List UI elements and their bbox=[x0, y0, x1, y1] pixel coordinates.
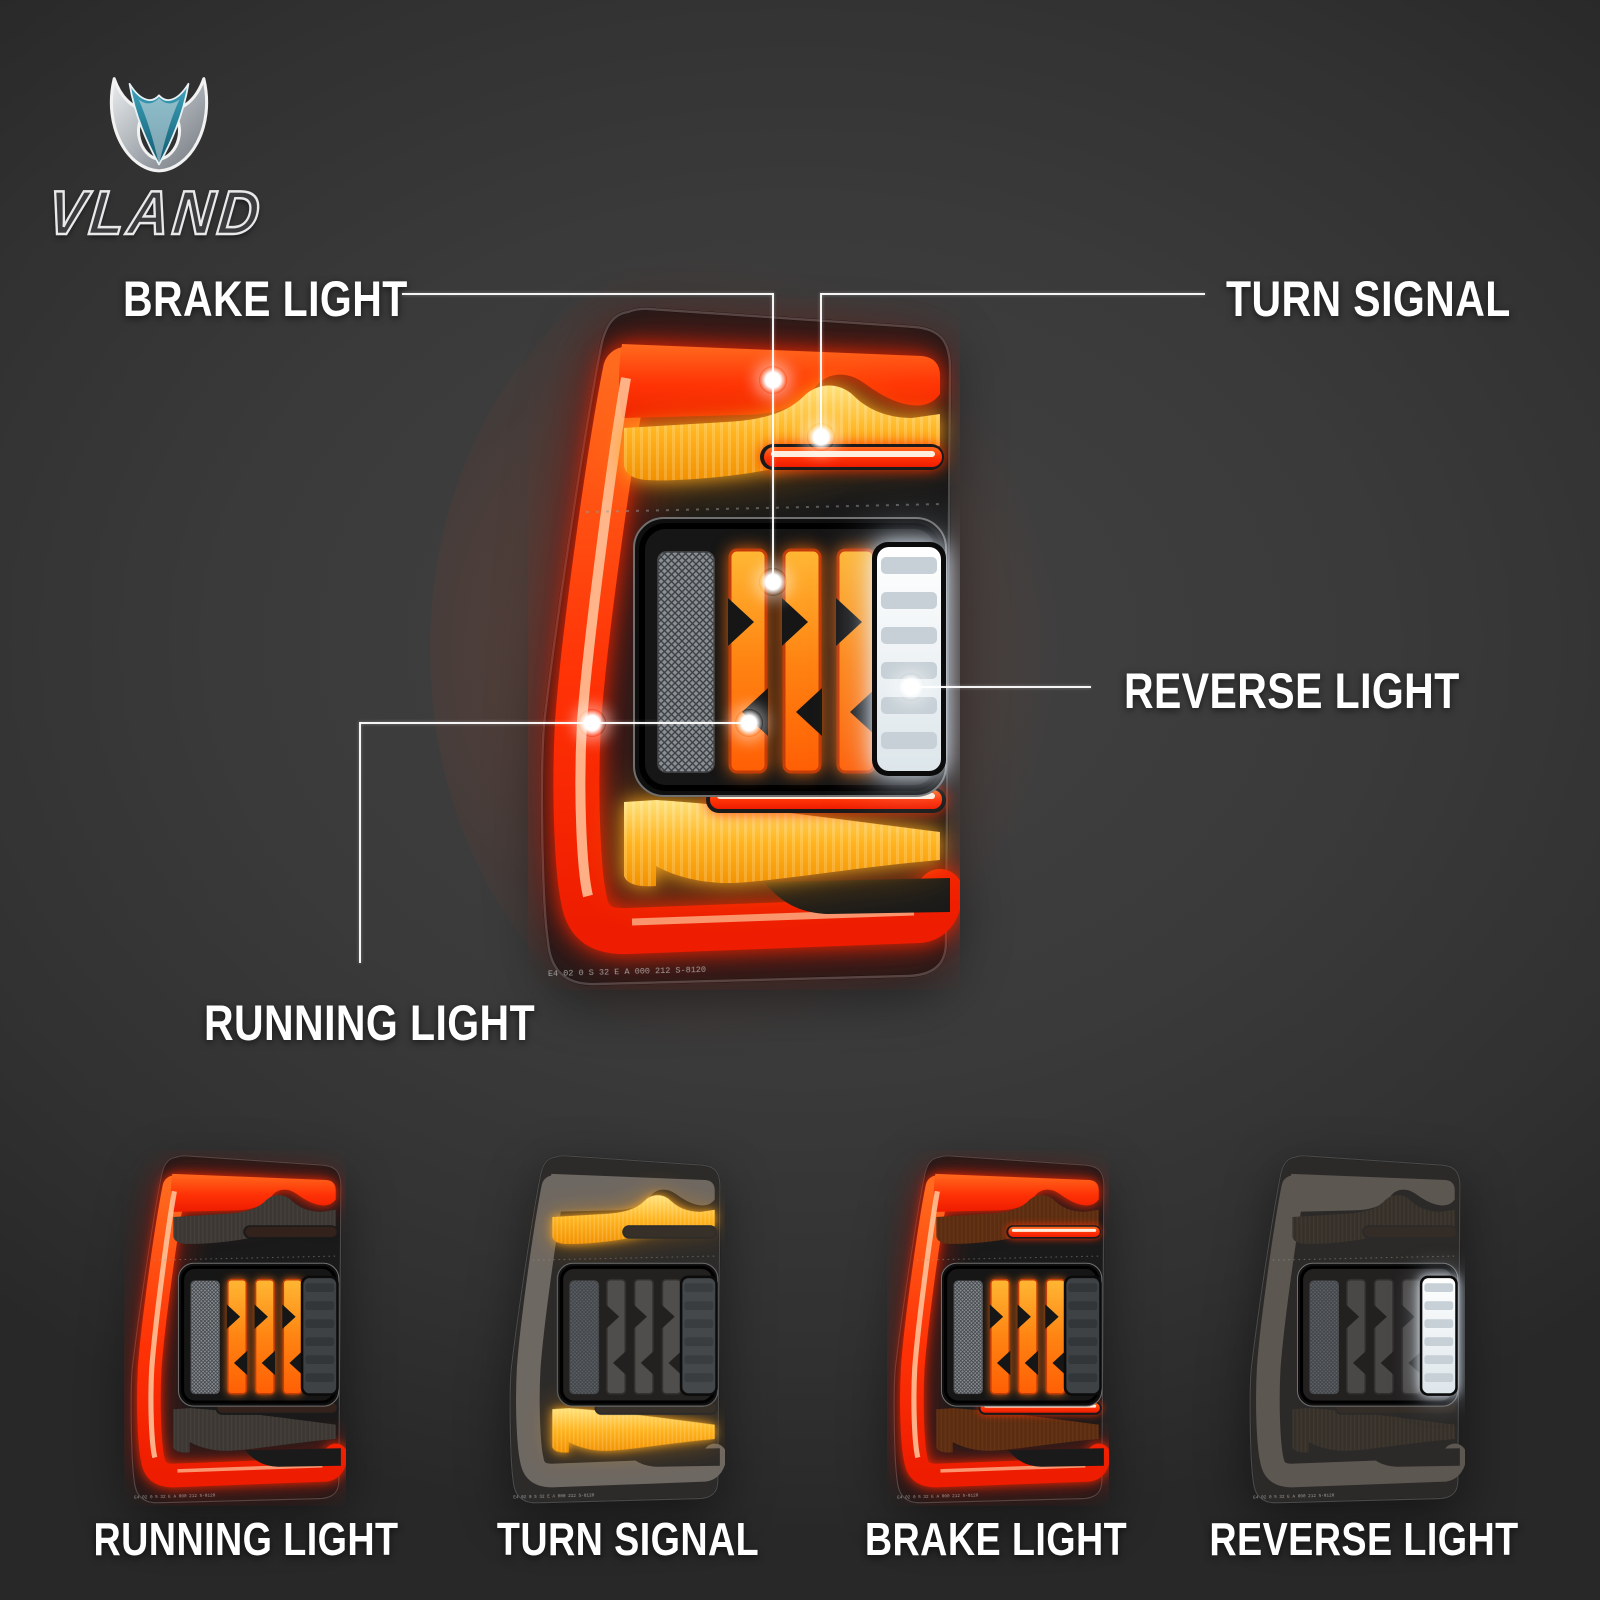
callout-dot bbox=[759, 366, 787, 394]
callout-dot bbox=[578, 709, 606, 737]
svg-text:E4 02 0 S 32 E A 000 212 S-812: E4 02 0 S 32 E A 000 212 S-8120 bbox=[134, 1493, 216, 1500]
tail-light-brake-mode-image: E4 02 0 S 32 E A 000 212 S-8120 bbox=[887, 1150, 1109, 1506]
callout-dot bbox=[735, 709, 763, 737]
callout-line bbox=[772, 293, 774, 583]
vland-emblem-icon bbox=[109, 77, 209, 173]
svg-text:E4 02 0 S 32 E A 000 212 S-812: E4 02 0 S 32 E A 000 212 S-8120 bbox=[1253, 1493, 1335, 1500]
callout-line bbox=[402, 293, 773, 295]
tail-light-hero-image: E4 02 0 S 32 E A 000 212 S-8120 bbox=[528, 298, 960, 990]
callout-label-reverse-light: REVERSE LIGHT bbox=[1124, 663, 1460, 719]
callout-label-running-light: RUNNING LIGHT bbox=[204, 995, 536, 1051]
callout-dot bbox=[897, 673, 925, 701]
mode-label-running-light: RUNNING LIGHT bbox=[93, 1513, 399, 1565]
svg-text:E4 02 0 S 32 E A 000 212 S-812: E4 02 0 S 32 E A 000 212 S-8120 bbox=[513, 1493, 595, 1500]
callout-line bbox=[821, 293, 1205, 295]
callout-label-turn-signal: TURN SIGNAL bbox=[1226, 271, 1511, 327]
mode-label-reverse-light: REVERSE LIGHT bbox=[1209, 1513, 1519, 1565]
callout-line bbox=[911, 686, 1091, 688]
tail-light-reverse-mode-image: E4 02 0 S 32 E A 000 212 S-8120 bbox=[1243, 1150, 1465, 1506]
vland-logo: VLAND bbox=[43, 38, 306, 253]
callout-line bbox=[360, 722, 750, 724]
mode-label-brake-light: BRAKE LIGHT bbox=[864, 1513, 1128, 1565]
svg-text:E4 02 0 S 32 E A 000 212 S-812: E4 02 0 S 32 E A 000 212 S-8120 bbox=[897, 1493, 979, 1500]
callout-dot bbox=[759, 568, 787, 596]
vland-logo-text: VLAND bbox=[43, 178, 268, 249]
svg-text:E4 02 0 S 32 E A 000 212 S-812: E4 02 0 S 32 E A 000 212 S-8120 bbox=[548, 965, 706, 979]
tail-light-turn-mode-image: E4 02 0 S 32 E A 000 212 S-8120 bbox=[503, 1150, 725, 1506]
callout-dot bbox=[807, 423, 835, 451]
callout-label-brake-light: BRAKE LIGHT bbox=[123, 271, 408, 327]
mode-label-turn-signal: TURN SIGNAL bbox=[496, 1513, 760, 1565]
tail-light-running-mode-image: E4 02 0 S 32 E A 000 212 S-8120 bbox=[124, 1150, 346, 1506]
callout-line bbox=[359, 722, 361, 963]
callout-line bbox=[820, 293, 822, 438]
